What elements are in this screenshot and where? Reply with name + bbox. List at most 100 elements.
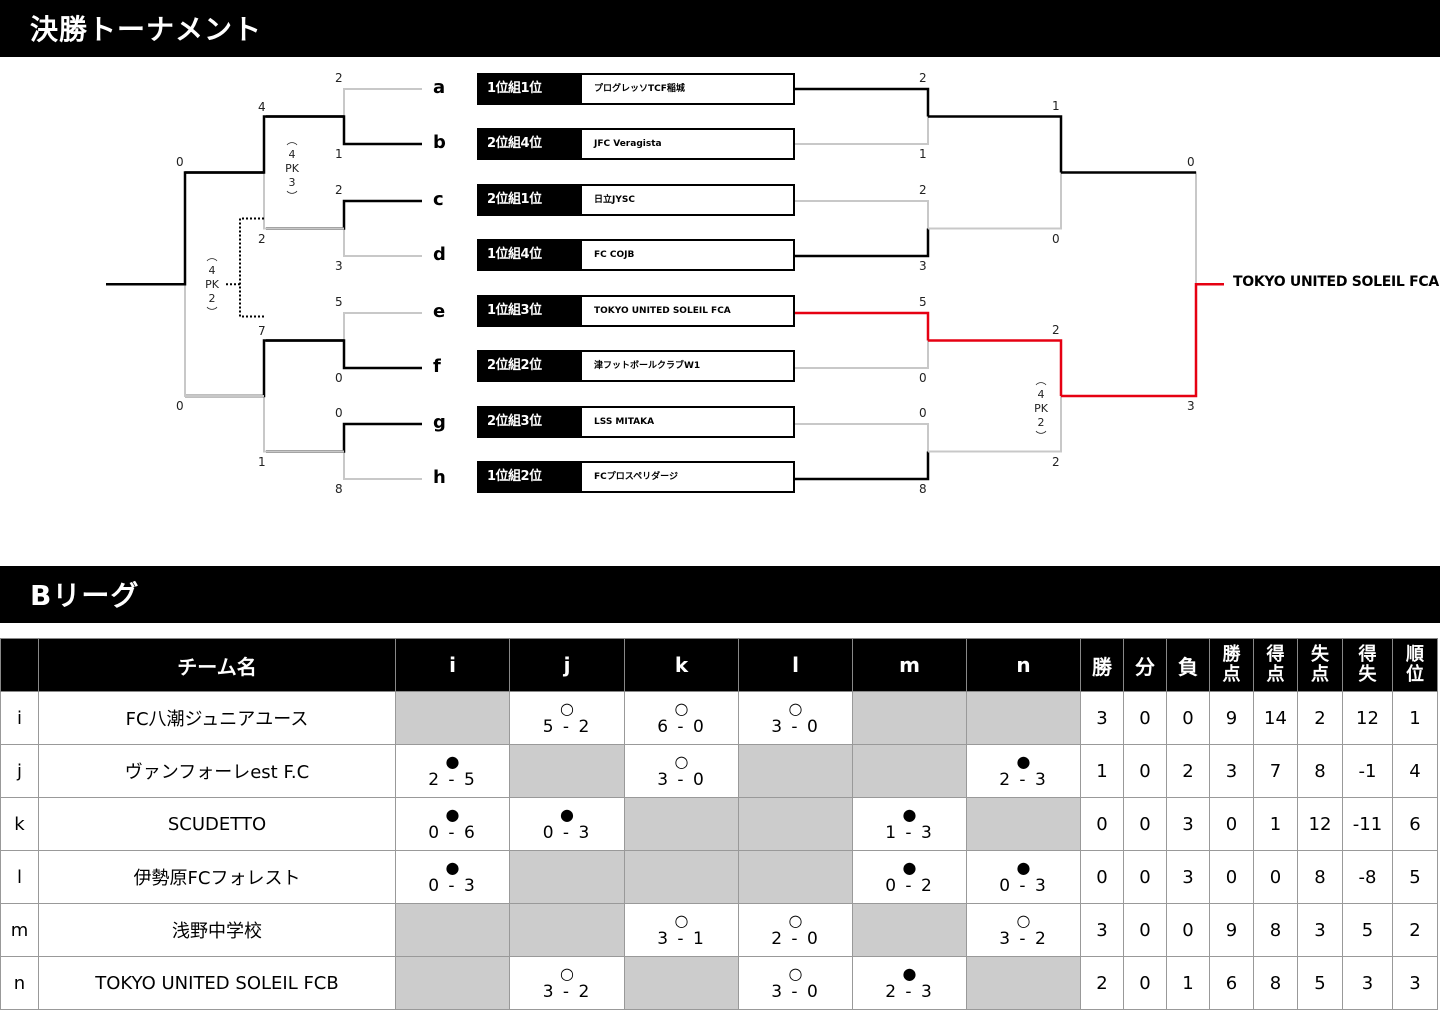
bracket-line-winner — [185, 339, 344, 398]
result-cell-empty — [624, 797, 739, 851]
slot-letter: e — [433, 301, 446, 322]
pk-char: 4 — [1037, 388, 1045, 401]
col-draws: 分 — [1123, 638, 1167, 692]
score-label: 1 — [919, 147, 927, 161]
match-score: 3 ‐ 0 — [771, 717, 820, 737]
score-label: 3 — [335, 259, 343, 273]
header-char: 位 — [1406, 664, 1424, 685]
stat-goals-for: 1 — [1253, 797, 1298, 851]
slot-team-name: 日立JYSC — [580, 184, 795, 216]
team-name: TOKYO UNITED SOLEIL FCB — [38, 956, 396, 1010]
pk-char: ︵ — [286, 134, 298, 147]
result-cell: ●2 ‐ 3 — [852, 956, 967, 1010]
pk-char: PK — [285, 162, 299, 175]
match-score: 2 ‐ 0 — [771, 929, 820, 949]
stat-goals-for: 14 — [1253, 691, 1298, 745]
league-header-row: チーム名 i j k l m n 勝 分 負 勝点 得点 失点 得失 順位 — [0, 638, 1438, 692]
slot-team-name: FC COJB — [580, 239, 795, 271]
header-char: 失 — [1311, 644, 1329, 665]
stat-goals-against: 5 — [1297, 956, 1343, 1010]
result-cell-empty — [509, 744, 625, 798]
result-cell: ○3 ‐ 0 — [624, 744, 739, 798]
bracket-line-loser — [343, 228, 422, 257]
stat-rank: 3 — [1392, 956, 1438, 1010]
header-char: 勝 — [1222, 644, 1241, 665]
stat-goal-diff: 3 — [1342, 956, 1393, 1010]
stat-goal-diff: -1 — [1342, 744, 1393, 798]
stat-rank: 2 — [1392, 903, 1438, 957]
win-mark: ○ — [674, 699, 689, 718]
stat-goals-against: 3 — [1297, 903, 1343, 957]
pk-char: ︶ — [286, 190, 298, 203]
match-score: 3 ‐ 2 — [999, 929, 1048, 949]
stat-goal-diff: -8 — [1342, 850, 1393, 904]
header-char: 得 — [1266, 644, 1285, 665]
result-cell: ●0 ‐ 3 — [509, 797, 625, 851]
bracket-line-loser — [343, 312, 422, 341]
pk-char: 3 — [288, 176, 296, 189]
stat-draws: 0 — [1123, 797, 1167, 851]
stat-points: 6 — [1209, 956, 1254, 1010]
slot-team-name: プログレッソTCF稲城 — [580, 73, 795, 105]
col-wins: 勝 — [1080, 638, 1124, 692]
slot-seed: 2位組1位 — [477, 184, 580, 216]
result-cell-empty — [738, 744, 853, 798]
header-char: 点 — [1222, 664, 1241, 685]
score-label: 3 — [919, 259, 927, 273]
result-cell: ●2 ‐ 3 — [966, 744, 1081, 798]
win-mark: ○ — [788, 964, 803, 983]
slot-letter: h — [433, 467, 446, 488]
result-cell-empty — [395, 903, 510, 957]
score-label: 4 — [258, 99, 266, 114]
loss-mark: ● — [1016, 858, 1031, 877]
row-id: k — [0, 797, 39, 851]
loss-mark: ● — [445, 858, 460, 877]
pk-char: ︶ — [206, 306, 218, 320]
score-label: 2 — [335, 183, 343, 197]
bracket-line-loser — [184, 284, 264, 397]
header-char: 失 — [1358, 664, 1377, 685]
bracket-line-loser — [795, 340, 929, 369]
col-rank: 順位 — [1392, 638, 1438, 692]
stat-points: 9 — [1209, 903, 1254, 957]
stat-wins: 3 — [1080, 691, 1124, 745]
result-cell: ○3 ‐ 2 — [509, 956, 625, 1010]
team-name: FC八潮ジュニアユース — [38, 691, 396, 745]
stat-rank: 4 — [1392, 744, 1438, 798]
slot-seed: 2位組4位 — [477, 128, 580, 160]
result-cell-empty — [624, 850, 739, 904]
col-team-name: チーム名 — [38, 638, 396, 692]
slot-team-name: LSS MITAKA — [580, 406, 795, 438]
pk-char: 2 — [208, 292, 216, 306]
match-score: 1 ‐ 3 — [885, 823, 934, 843]
result-cell: ○3 ‐ 1 — [624, 903, 739, 957]
header-char: 点 — [1311, 664, 1329, 685]
score-label: 5 — [335, 295, 343, 309]
match-score: 2 ‐ 3 — [999, 770, 1048, 790]
slot-letter: g — [433, 412, 446, 433]
match-score: 0 ‐ 2 — [885, 876, 934, 896]
result-cell-empty — [966, 797, 1081, 851]
stat-goals-against: 12 — [1297, 797, 1343, 851]
league-header: Bリーグ — [0, 566, 1440, 623]
slot-seed: 1位組4位 — [477, 239, 580, 271]
score-label: 0 — [919, 406, 927, 420]
slot-team-name: JFC Veragista — [580, 128, 795, 160]
loss-mark: ● — [902, 858, 917, 877]
score-label: 5 — [919, 295, 927, 309]
match-score: 5 ‐ 2 — [542, 717, 592, 737]
score-label: 8 — [335, 482, 343, 496]
row-id: i — [0, 691, 39, 745]
stat-losses: 0 — [1166, 903, 1210, 957]
col-points: 勝点 — [1209, 638, 1254, 692]
header-char: 点 — [1266, 664, 1285, 685]
stat-goals-against: 8 — [1297, 850, 1343, 904]
win-mark: ○ — [560, 964, 574, 983]
bracket-line-winner — [795, 87, 930, 117]
bracket-lines — [106, 87, 1224, 481]
header-char: 順 — [1406, 644, 1424, 665]
stat-wins: 0 — [1080, 797, 1124, 851]
stat-goals-against: 8 — [1297, 744, 1343, 798]
